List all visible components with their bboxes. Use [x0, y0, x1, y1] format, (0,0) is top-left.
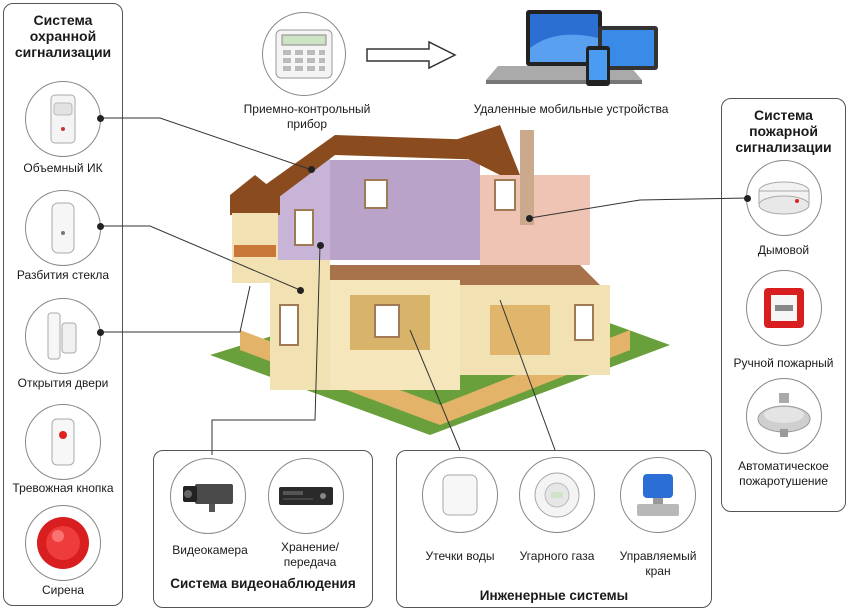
door-contact-icon [47, 312, 77, 360]
camera-circle[interactable] [170, 458, 246, 534]
sprinkler-label: Автоматическое пожаротушение [721, 459, 846, 489]
storage-label-line-1: Хранение/ [281, 540, 339, 554]
storage-circle[interactable] [268, 458, 344, 534]
motion-sensor-icon [50, 94, 76, 144]
sprinkler-label-line-2: пожаротушение [739, 474, 828, 488]
siren-circle[interactable] [25, 505, 101, 581]
transmit-arrow-icon [366, 40, 457, 70]
motion-sensor-label: Объемный ИК [23, 161, 103, 175]
camera-label: Видеокамера [172, 543, 248, 557]
security-title: Система охранной сигнализации [3, 12, 123, 60]
door-contact-label: Открытия двери [17, 376, 109, 390]
door-contact-circle[interactable] [25, 298, 101, 374]
fire-title: Система пожарной сигнализации [721, 107, 846, 155]
gas-detector-circle[interactable] [519, 457, 595, 533]
smoke-detector-icon [758, 181, 810, 215]
valve-label-line-2: кран [645, 564, 671, 578]
wire-dot-motion [97, 115, 104, 122]
wire-dot-house-1 [308, 166, 315, 173]
valve-circle[interactable] [620, 457, 696, 533]
motion-sensor-circle[interactable] [25, 81, 101, 157]
glass-break-sensor-icon [51, 202, 75, 254]
security-title-line-2: охранной [29, 28, 97, 44]
water-leak-sensor-icon [442, 474, 478, 516]
manual-call-point-icon [764, 288, 804, 328]
engineering-title: Инженерные системы [479, 588, 629, 603]
wire-dot-house-3 [526, 215, 533, 222]
fire-title-line-2: пожарной [749, 123, 818, 139]
valve-label: Управляемый кран [603, 549, 713, 579]
panic-button-label: Тревожная кнопка [12, 481, 114, 495]
motorized-valve-icon [637, 474, 679, 516]
storage-label: Хранение/ передача [258, 540, 362, 570]
sprinkler-label-line-1: Автоматическое [738, 459, 829, 473]
keypad-icon [275, 29, 333, 79]
dvr-icon [279, 487, 333, 505]
security-title-line-3: сигнализации [14, 44, 112, 60]
gas-detector-icon [534, 472, 580, 518]
siren-icon [37, 517, 89, 569]
manual-call-point-circle[interactable] [746, 270, 822, 346]
control-panel-circle[interactable] [262, 12, 346, 96]
fire-title-line-1: Система [754, 107, 813, 123]
smoke-detector-label: Дымовой [757, 243, 810, 257]
water-leak-label: Утечки воды [425, 549, 495, 563]
wire-dot-house-2 [297, 287, 304, 294]
storage-label-line-2: передача [283, 555, 337, 569]
panic-button-circle[interactable] [25, 404, 101, 480]
house-illustration [210, 125, 670, 435]
smoke-detector-circle[interactable] [746, 160, 822, 236]
camera-icon [183, 484, 233, 512]
sprinkler-icon [757, 393, 811, 437]
security-title-line-1: Система [33, 12, 93, 28]
control-panel-label-line-1: Приемно-контрольный [243, 102, 371, 116]
wire-dot-house-4 [317, 242, 324, 249]
mobile-devices-icon [486, 10, 658, 86]
remote-devices-label: Удаленные мобильные устройства [473, 102, 669, 116]
panic-button-icon [51, 418, 75, 466]
wire-dot-door [97, 329, 104, 336]
valve-label-line-1: Управляемый [619, 549, 697, 563]
fire-title-line-3: сигнализации [735, 139, 832, 155]
siren-label: Сирена [41, 583, 85, 597]
sprinkler-circle[interactable] [746, 378, 822, 454]
glass-break-circle[interactable] [25, 190, 101, 266]
manual-call-point-label: Ручной пожарный [733, 356, 834, 370]
wire-dot-glass [97, 223, 104, 230]
wire-dot-smoke [744, 195, 751, 202]
water-leak-circle[interactable] [422, 457, 498, 533]
video-title: Система видеонаблюдения [170, 576, 356, 591]
gas-detector-label: Угарного газа [519, 549, 595, 563]
glass-break-label: Разбития стекла [16, 268, 110, 282]
